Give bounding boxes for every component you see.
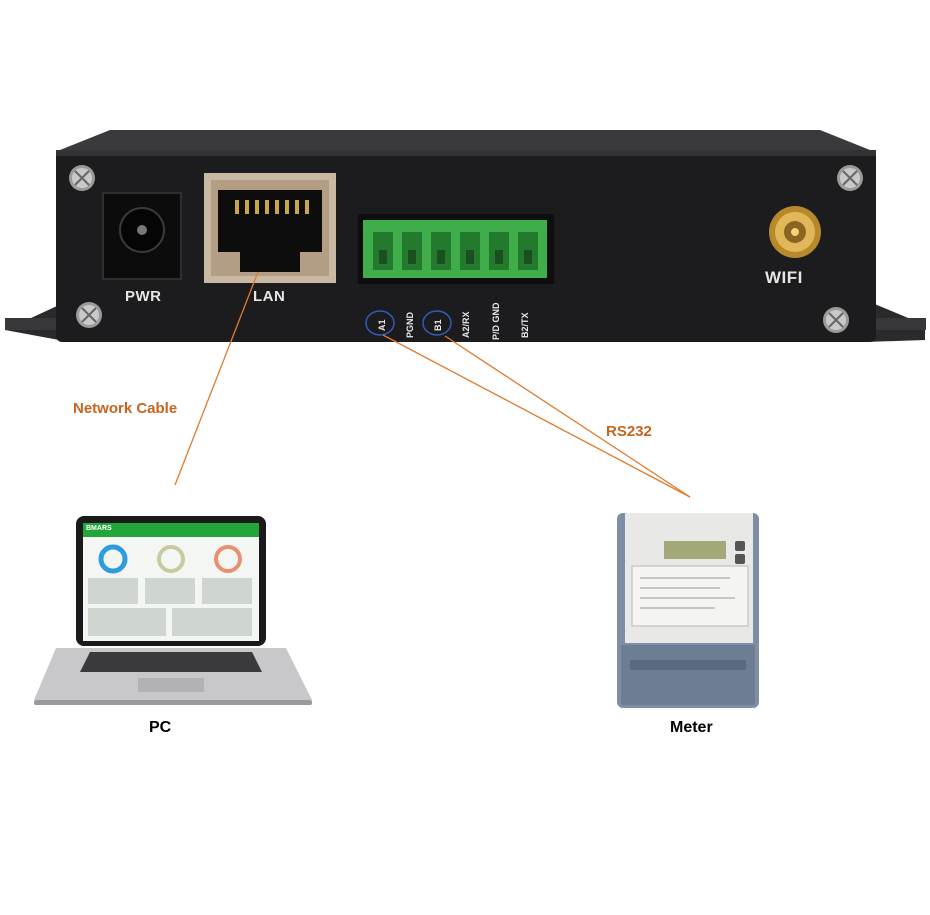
wifi-label: WIFI bbox=[765, 268, 803, 287]
network-cable-line bbox=[174, 271, 259, 486]
screw-icon bbox=[76, 302, 102, 328]
laptop-pc bbox=[34, 516, 312, 705]
pin-label-a1: A1 bbox=[377, 319, 387, 331]
screw-icon bbox=[69, 165, 95, 191]
wifi-antenna-connector bbox=[769, 206, 821, 258]
connection-lines bbox=[174, 271, 691, 498]
pin-label-b1: B1 bbox=[433, 319, 443, 331]
pc-caption: PC bbox=[149, 719, 172, 736]
network-cable-label: Network Cable bbox=[73, 400, 178, 417]
pin-label-pd-gnd: P/D GND bbox=[491, 302, 501, 340]
rs232-label: RS232 bbox=[606, 423, 652, 440]
meter-button bbox=[735, 554, 745, 564]
gauge-icon bbox=[157, 545, 185, 573]
pwr-label: PWR bbox=[125, 288, 162, 305]
screen-brand-label: BMARS bbox=[86, 525, 112, 532]
pin-label-pgnd: PGND bbox=[405, 311, 415, 338]
screw-icon bbox=[823, 307, 849, 333]
laptop-keyboard bbox=[80, 652, 262, 672]
lan-label: LAN bbox=[253, 288, 286, 305]
rs232-line-a1 bbox=[382, 334, 691, 498]
a1-highlight-circle bbox=[365, 310, 395, 336]
app-header-bar bbox=[83, 523, 259, 537]
meter-button bbox=[735, 541, 745, 551]
lan-port bbox=[204, 173, 336, 283]
pin-label-a2-rx: A2/RX bbox=[461, 311, 471, 338]
router-device bbox=[5, 130, 926, 342]
rs232-line-b1 bbox=[444, 335, 691, 498]
meter-caption: Meter bbox=[670, 719, 713, 736]
pin-label-b2-tx: B2/TX bbox=[520, 312, 530, 338]
gauge-icon bbox=[214, 545, 242, 573]
terminal-block bbox=[358, 214, 554, 284]
electricity-meter bbox=[617, 513, 759, 708]
meter-lcd-display bbox=[664, 541, 726, 559]
power-jack bbox=[102, 192, 182, 280]
b1-highlight-circle bbox=[422, 310, 452, 336]
laptop-trackpad bbox=[138, 678, 204, 692]
screw-icon bbox=[837, 165, 863, 191]
gauge-icon bbox=[98, 544, 128, 574]
